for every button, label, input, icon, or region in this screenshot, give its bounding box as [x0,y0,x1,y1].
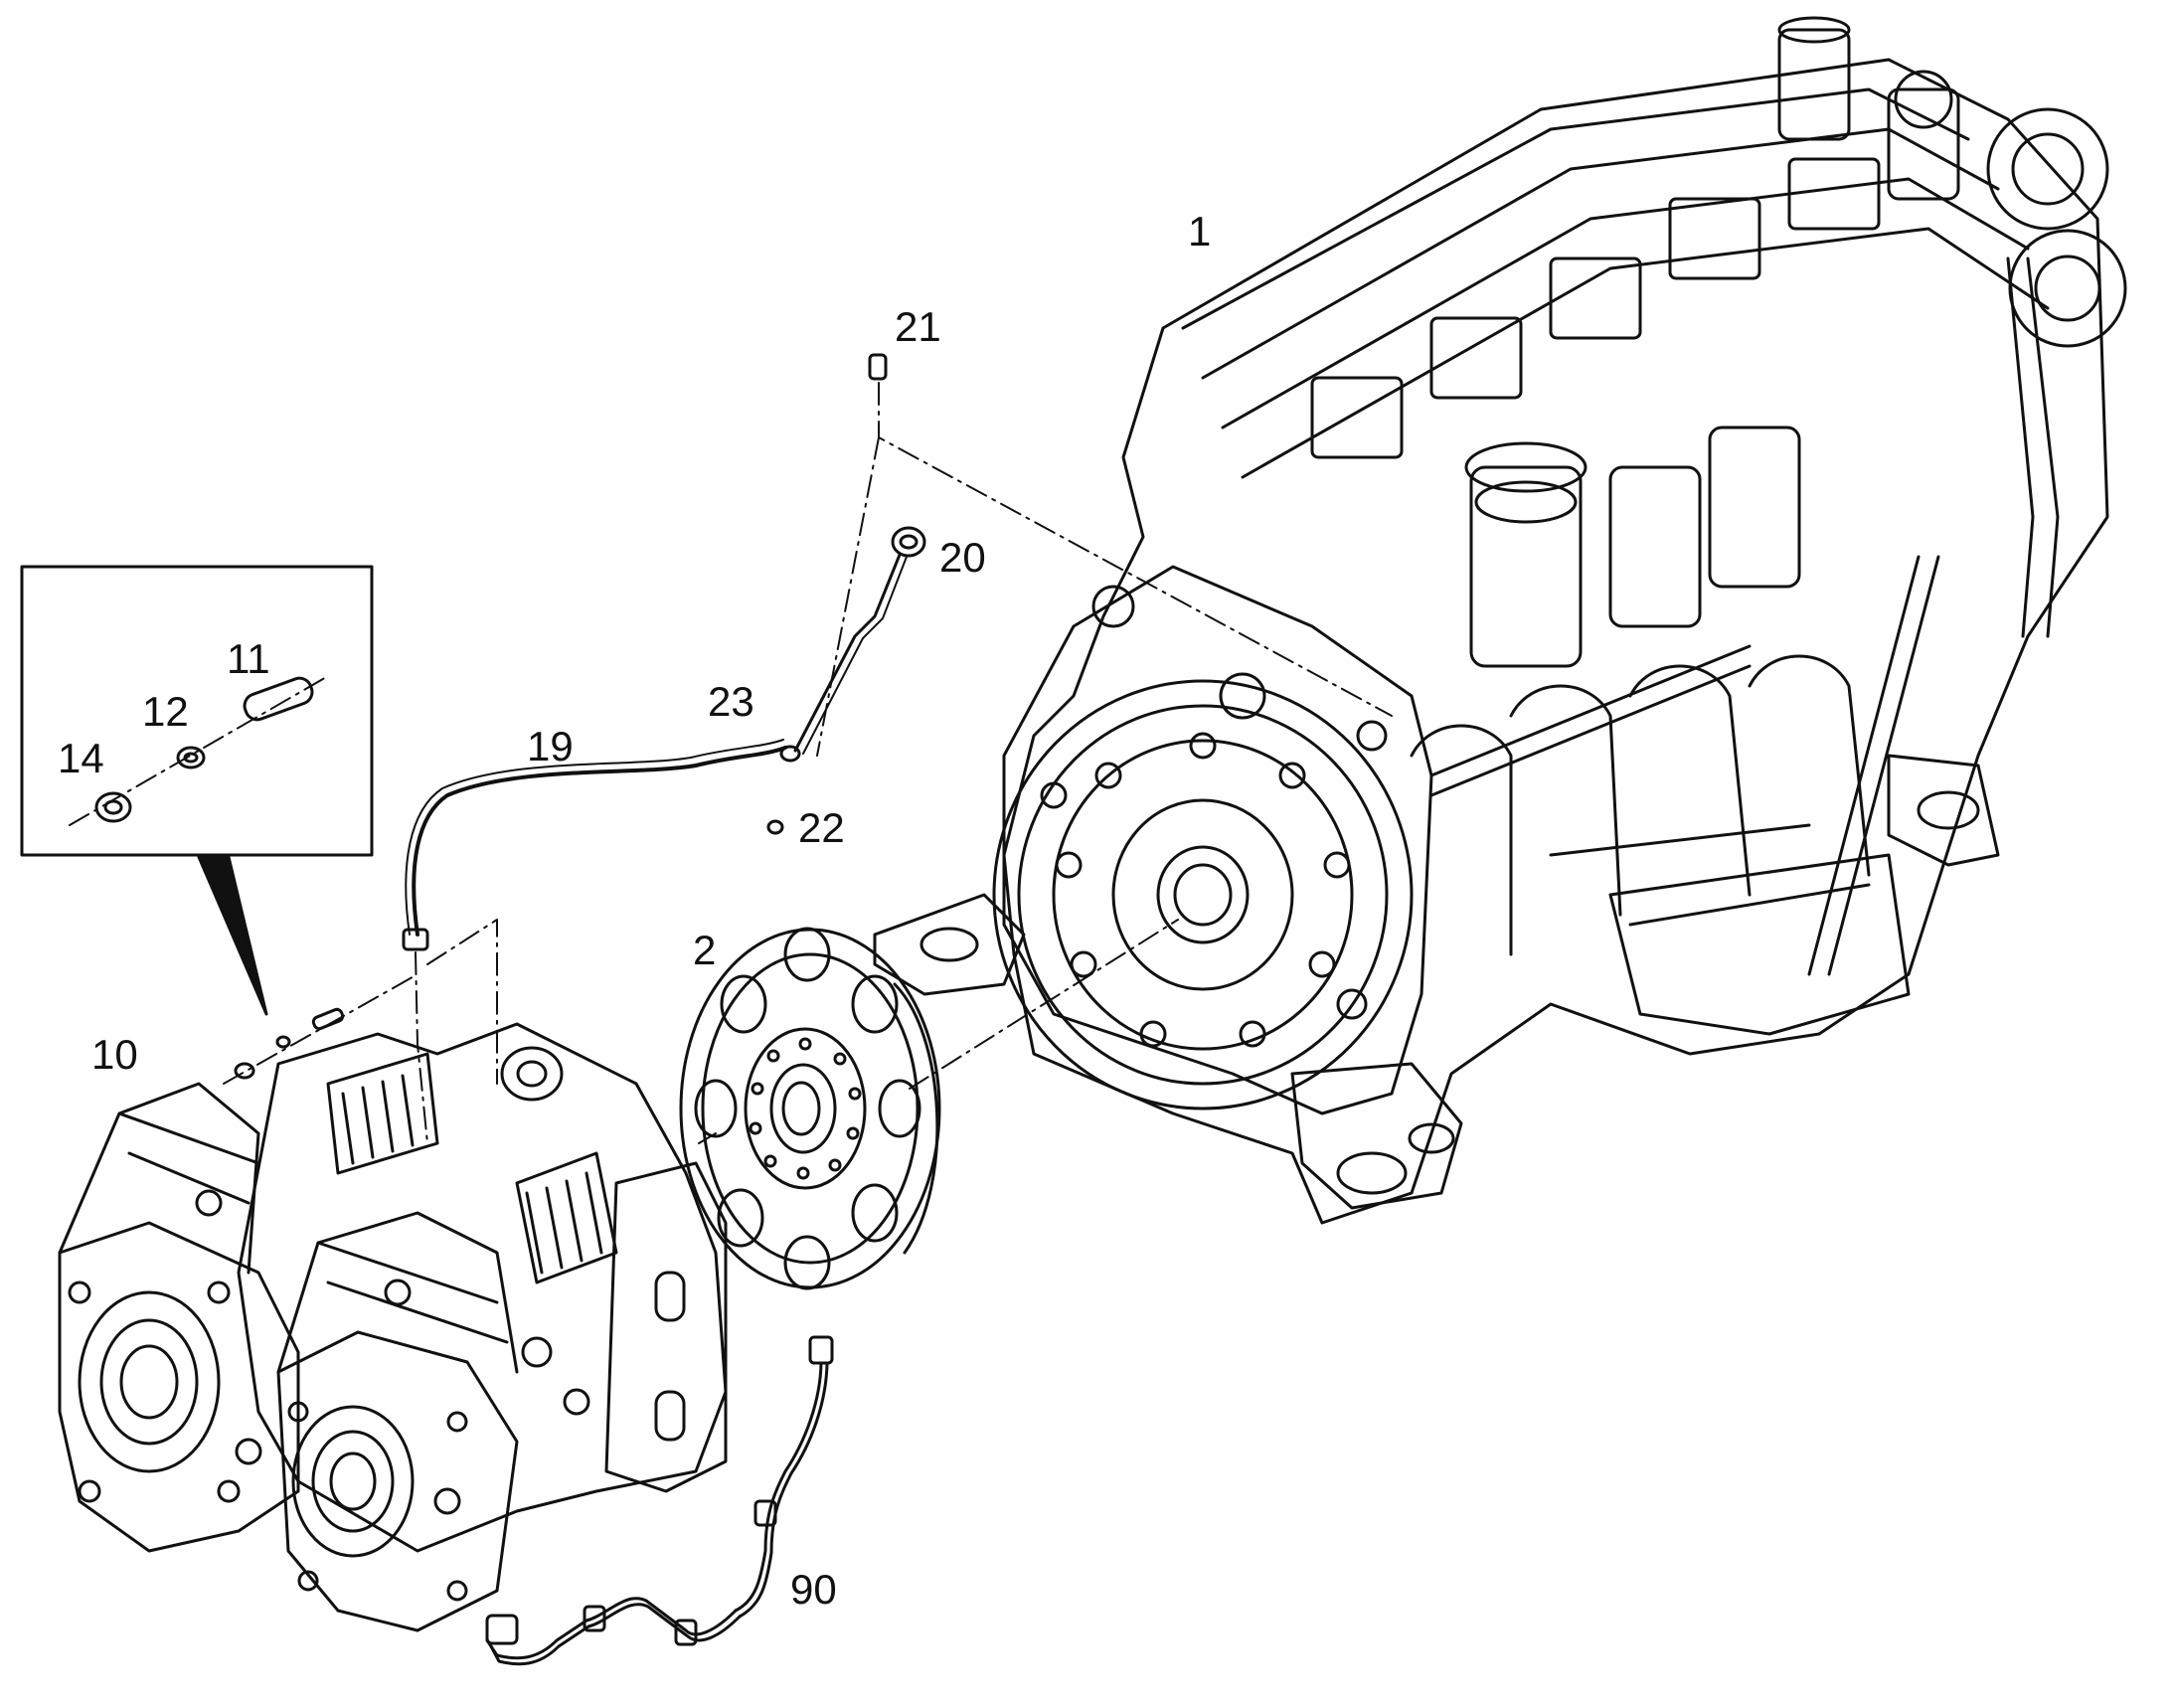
callout-2: 2 [693,927,717,973]
dipstick-ring [891,526,926,558]
callout-10: 10 [91,1031,138,1078]
callout-12: 12 [142,688,189,735]
wiring-harness-90 [485,1335,834,1666]
inset-pointer [197,855,268,1016]
part-22 [766,819,784,835]
callout-22: 22 [798,804,845,851]
callout-19: 19 [527,723,574,769]
assembly-leaders [69,382,1393,1144]
hose-19 [412,746,787,937]
detail-inset [20,565,374,857]
flexible-coupling [679,927,941,1290]
engine-assembly [873,16,2127,1225]
part-21 [868,353,888,381]
callout-20: 20 [939,534,986,581]
callout-14: 14 [58,735,104,781]
callout-23: 23 [708,678,754,725]
callout-1: 1 [1188,208,1212,255]
hydraulic-pump-assembly [58,1022,728,1632]
callout-21: 21 [895,303,941,350]
callout-11: 11 [227,635,270,682]
callout-90: 90 [790,1566,837,1613]
